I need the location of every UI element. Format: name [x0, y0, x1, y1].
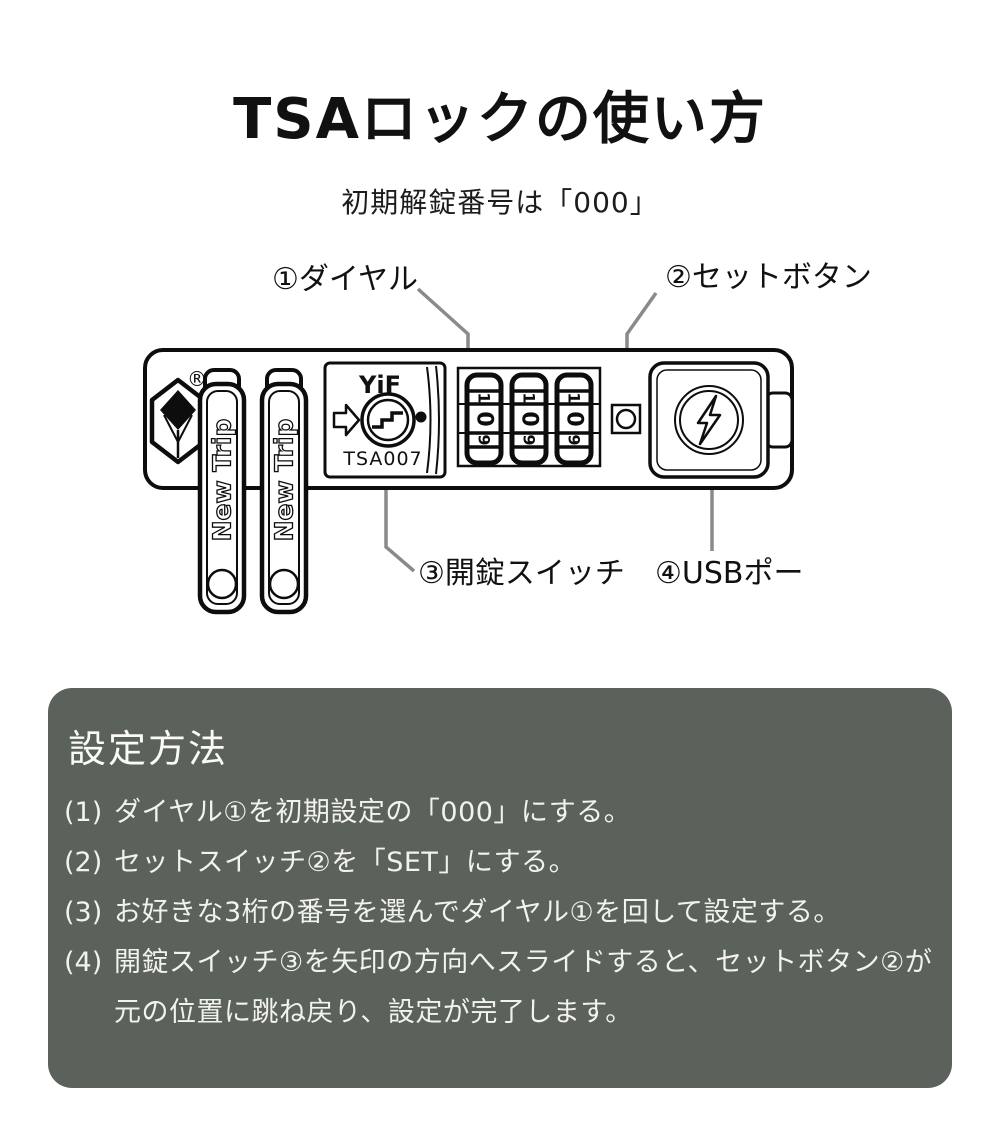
instruction-item-2: (2) セットスイッチ②を「SET」にする。: [62, 838, 938, 888]
dial-wheel-1: 1 0 9: [464, 372, 504, 466]
page-subtitle: 初期解錠番号は「000」: [341, 186, 659, 219]
instruction-item-1: (1) ダイヤル①を初期設定の「000」にする。: [62, 788, 938, 838]
dial-digit: 1: [565, 392, 584, 403]
registered-trademark-icon: ®: [187, 367, 207, 391]
zipper-strap-right: New Trip: [259, 368, 309, 615]
tsa-diamond-icon: ®: [149, 367, 207, 465]
unlock-switch-unit: YiF TSA007: [323, 361, 447, 479]
label-unlock-switch: ③開錠スイッチ: [418, 556, 625, 591]
dial-wheel-3: 1 0 9: [554, 372, 594, 466]
dial-digit: 1: [520, 392, 539, 403]
instruction-text: ダイヤル①を初期設定の「000」にする。: [114, 797, 632, 828]
instruction-item-3: (3) お好きな3桁の番号を選んでダイヤル①を回して設定する。: [62, 888, 938, 938]
label-set-button: ②セットボタン: [665, 260, 872, 295]
leader-line-unlock-switch: [384, 479, 416, 573]
page-title: TSAロックの使い方: [233, 87, 767, 152]
strap-brand-text: New Trip: [208, 419, 237, 542]
instruction-number: (3): [64, 897, 103, 928]
dial-digit: 1: [475, 392, 494, 403]
dial-digit: 9: [520, 434, 539, 445]
dial-digit: 9: [475, 434, 494, 445]
dial-wheel-2: 1 0 9: [509, 372, 549, 466]
instructions-box: 設定方法 (1) ダイヤル①を初期設定の「000」にする。 (2) セットスイッ…: [48, 688, 952, 1088]
instruction-number: (1): [64, 797, 103, 828]
strap-brand-text: New Trip: [270, 419, 299, 542]
tsa-lock-diagram: ①ダイヤル ②セットボタン ③開錠スイッチ ④USBポー ® New Trip: [143, 260, 872, 615]
set-button: [610, 403, 642, 435]
dial-digit: 0: [562, 411, 587, 426]
instruction-text: セットスイッチ②を「SET」にする。: [114, 847, 577, 878]
instruction-text: お好きな3桁の番号を選んでダイヤル①を回して設定する。: [114, 897, 841, 928]
keyhole-icon: [360, 392, 416, 448]
side-tab: [764, 391, 794, 449]
instruction-text: 開錠スイッチ③を矢印の方向へスライドすると、セットボタン②が元の位置に跳ね戻り、…: [114, 947, 933, 1028]
zipper-strap-left: New Trip: [197, 368, 247, 615]
label-usb-port: ④USBポー: [655, 556, 803, 591]
instructions-heading: 設定方法: [68, 727, 229, 771]
label-dial: ①ダイヤル: [272, 262, 418, 297]
dial-digit: 0: [517, 411, 542, 426]
instructions-list: (1) ダイヤル①を初期設定の「000」にする。 (2) セットスイッチ②を「S…: [62, 788, 938, 1038]
instruction-number: (2): [64, 847, 103, 878]
lightning-bolt-icon: [696, 394, 722, 446]
dial-digit: 0: [472, 411, 497, 426]
dial-unit: 1 0 9 1 0 9 1: [456, 366, 602, 468]
lock-model-text: TSA007: [342, 448, 422, 470]
indicator-dot: [415, 411, 427, 423]
usb-port-unit: [648, 361, 770, 479]
slide-arrow-icon: [332, 403, 361, 437]
instruction-item-4: (4) 開錠スイッチ③を矢印の方向へスライドすると、セットボタン②が元の位置に跳…: [62, 938, 938, 1038]
dial-digit: 9: [565, 434, 584, 445]
instruction-number: (4): [64, 947, 103, 978]
